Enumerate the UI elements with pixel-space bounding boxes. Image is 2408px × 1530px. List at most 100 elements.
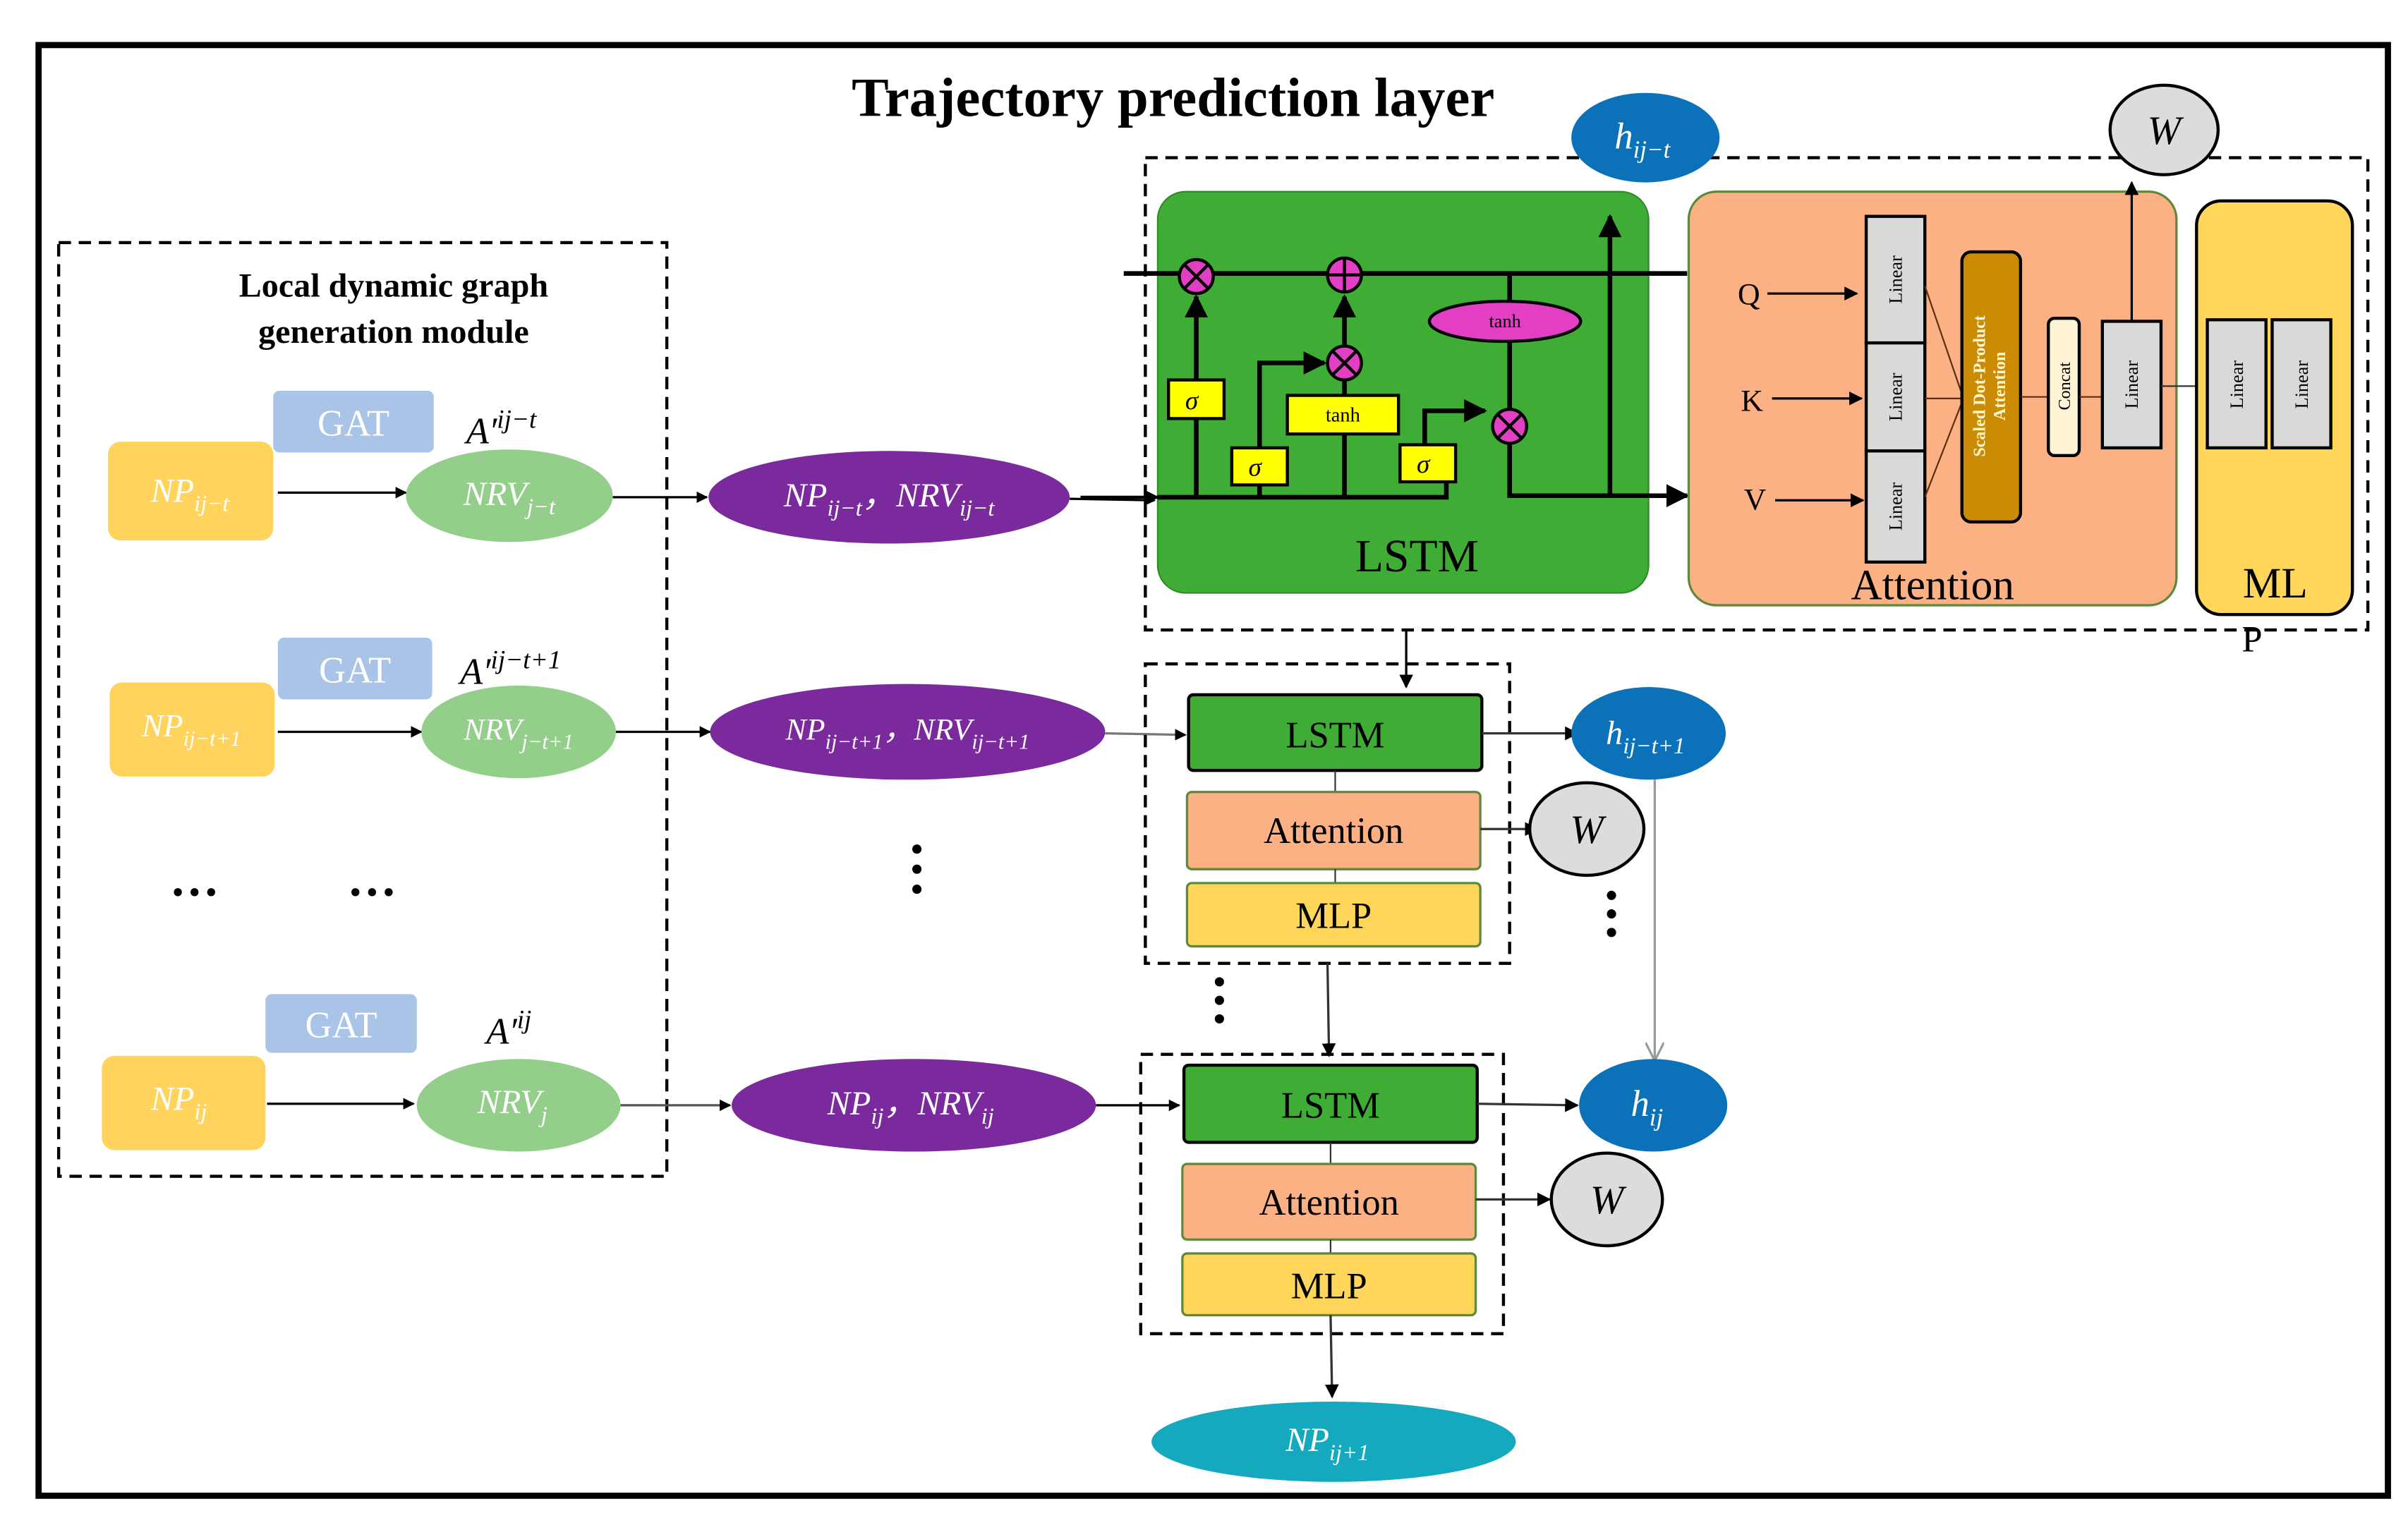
np-nrv-pair-label: NPij−t，NRVij−t	[783, 477, 995, 521]
tanh-label: tanh	[1489, 311, 1521, 332]
vertical-ellipsis-pairs	[912, 844, 922, 894]
np-nrv-pair-node	[732, 1059, 1096, 1152]
np-node	[108, 442, 274, 541]
local-graph-module-box	[56, 241, 669, 1178]
nrv-node	[406, 449, 613, 542]
np-nrv-pair-label: NPij，NRVij	[827, 1085, 994, 1129]
np-node	[102, 1055, 266, 1150]
weight-node	[1549, 1151, 1664, 1248]
lstm-cell-detail: σ σ tanh σ tanh LSTM	[1080, 190, 1690, 594]
mlp-label-line2: P	[2241, 619, 2262, 660]
nrv-node-label: NRVj	[477, 1083, 547, 1128]
hidden-state-node	[1571, 687, 1726, 780]
outer-frame	[35, 42, 2391, 1499]
detail-block-box	[1144, 156, 2370, 632]
np-nrv-pair-node	[710, 684, 1106, 780]
linear-k	[1864, 341, 1927, 453]
adjacency-label: A′ij−t+1	[458, 646, 561, 693]
k-label: K	[1741, 384, 1763, 418]
sdpa-label-line2: Attention	[1991, 351, 2009, 420]
tanh-label: tanh	[1326, 405, 1360, 427]
module-row-1: GAT A′ij−t NPij−t NRVj−t NPij−t，NRVij−t	[108, 390, 1156, 544]
weight-node	[1527, 781, 1646, 878]
q-label: Q	[1738, 277, 1760, 311]
mlp-block-label: MLP	[1291, 1265, 1367, 1306]
mlp-block	[1181, 1252, 1477, 1317]
adjacency-label: A′ij−t	[464, 405, 538, 451]
module-title-line2: generation module	[258, 313, 529, 351]
mlp-block	[1185, 882, 1482, 948]
attention-label: Attention	[1851, 561, 2014, 609]
output-node	[1151, 1401, 1516, 1482]
hidden-state-label: hij−t	[1614, 116, 1671, 163]
linear-label: Linear	[2227, 360, 2247, 409]
gat-box	[273, 390, 434, 453]
scaled-dot-product-attention-box	[1960, 250, 2023, 524]
concat-box	[2047, 316, 2081, 458]
linear-label: Linear	[1885, 372, 1906, 421]
attention-block-label: Attention	[1259, 1182, 1399, 1223]
gat-box	[277, 638, 432, 700]
linear-label: Linear	[2292, 360, 2312, 409]
ellipsis-nrv: …	[347, 852, 397, 906]
mlp-detail: Linear Linear ML P	[2195, 199, 2354, 660]
attention-block	[1181, 1162, 1477, 1241]
candidate-tanh-box	[1285, 394, 1400, 436]
mlp-label-line1: ML	[2243, 559, 2308, 607]
input-gate-sigma	[1230, 446, 1289, 487]
module-title-line1: Local dynamic graph	[239, 267, 549, 304]
mlp-linear-2	[2270, 318, 2333, 450]
nrv-node-label: NRVj−t	[463, 475, 556, 520]
linear-v	[1864, 449, 1927, 564]
lstm-block-label: LSTM	[1285, 715, 1384, 755]
attention-block	[1185, 791, 1482, 870]
attention-block-label: Attention	[1264, 810, 1403, 851]
linear-label: Linear	[1885, 482, 1906, 531]
hidden-state-label: hij−t+1	[1606, 715, 1685, 759]
gat-box	[265, 994, 417, 1053]
ellipsis-np: …	[170, 852, 219, 906]
weight-label: W	[1570, 808, 1607, 852]
v-label: V	[1744, 482, 1767, 516]
lstm-cell-box	[1156, 190, 1650, 594]
module-row-3: GAT A′ij NPij NRVj NPij，NRVij	[102, 994, 1181, 1152]
np-nrv-pair-node	[708, 451, 1070, 544]
vertical-ellipsis-weights	[1607, 890, 1616, 937]
np-node-label: NPij	[150, 1080, 207, 1124]
sigma-label: σ	[1417, 450, 1431, 479]
module-row-2: GAT A′ij−t+1 NPij−t+1 NRVj−t+1 NPij−t+1，…	[109, 638, 1187, 780]
np-nrv-pair-label: NPij−t+1，NRVij−t+1	[785, 712, 1030, 753]
vertical-ellipsis-blocks	[1214, 977, 1224, 1024]
sigma-label: σ	[1249, 453, 1263, 482]
cell-tanh-op	[1427, 299, 1583, 344]
mlp-linear-1	[2206, 318, 2268, 450]
weight-node	[2108, 83, 2220, 176]
gat-label: GAT	[305, 1005, 377, 1046]
sdpa-label-line1: Scaled Dot-Product	[1971, 315, 1990, 457]
nrv-node	[421, 685, 616, 779]
gat-label: GAT	[317, 403, 389, 444]
adjacency-label: A′ij	[484, 1006, 531, 1052]
linear-label: Linear	[2122, 360, 2142, 409]
forget-gate-sigma	[1166, 378, 1226, 420]
linear-label: Linear	[1885, 255, 1906, 304]
output-gate-sigma	[1398, 443, 1458, 484]
hidden-state-node	[1579, 1059, 1728, 1152]
np-node-label: NPij−t+1	[141, 708, 241, 751]
np-node	[109, 682, 275, 777]
attention-detail: Q K V Linear Linear Linear Scaled Dot-Pr…	[1687, 181, 2208, 609]
mlp-block-label: MLP	[1295, 895, 1372, 936]
nrv-node-label: NRVj−t+1	[463, 712, 573, 753]
gat-label: GAT	[319, 650, 391, 691]
lstm-cell-label: LSTM	[1355, 531, 1479, 582]
hidden-state-node	[1571, 92, 1720, 183]
np-node-label: NPij−t	[150, 472, 230, 516]
timestep-block-2: LSTM Attention MLP	[1144, 662, 1579, 965]
sigma-label: σ	[1185, 387, 1199, 415]
timestep-block-3: LSTM Attention MLP	[1139, 1052, 1579, 1335]
diagram-title: Trajectory prediction layer	[852, 68, 1494, 129]
output-label: NPij+1	[1285, 1421, 1369, 1466]
weight-label: W	[2148, 109, 2184, 153]
linear-output	[2100, 320, 2163, 450]
